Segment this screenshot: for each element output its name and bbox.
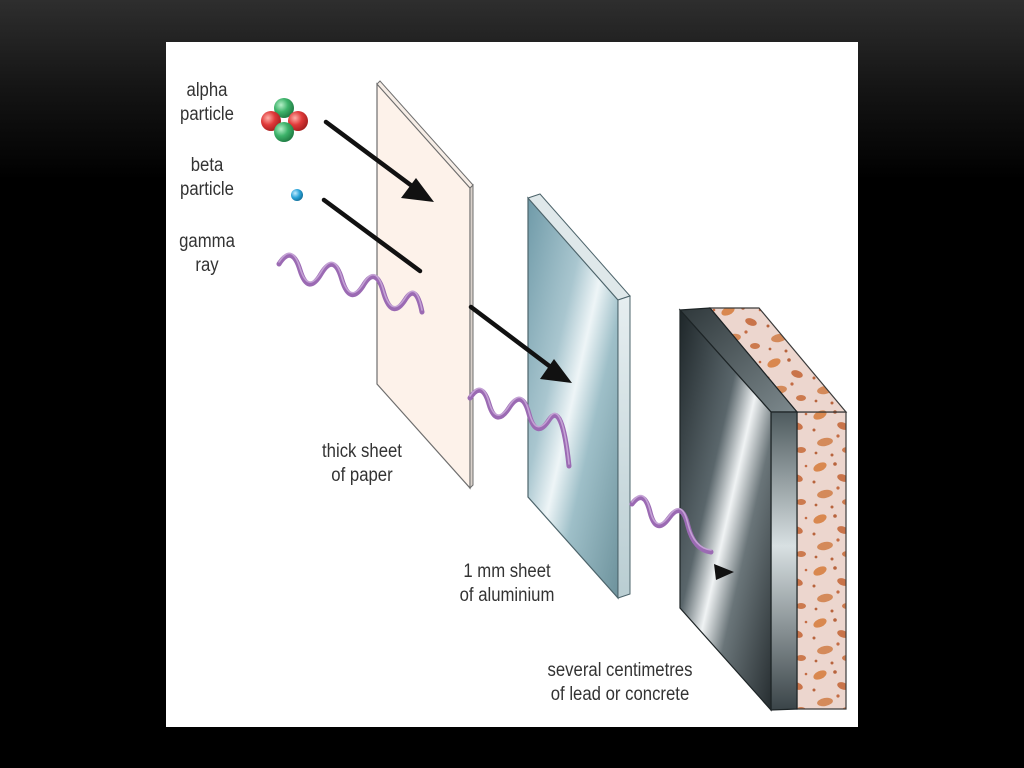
gamma-ray-wave	[276, 252, 734, 580]
beta-particle-label: beta particle	[180, 155, 234, 200]
lead-concrete-label: several centimetres of lead or concrete	[547, 660, 693, 705]
paper-label: thick sheet of paper	[322, 441, 402, 486]
aluminium-sheet	[527, 193, 631, 600]
alpha-particle-icon	[261, 98, 308, 142]
radiation-penetration-diagram	[261, 80, 848, 712]
aluminium-label: 1 mm sheet of aluminium	[459, 561, 555, 606]
beta-arrow	[321, 197, 572, 383]
alpha-arrow	[323, 119, 434, 202]
gamma-ray-label: gamma ray	[179, 231, 235, 276]
beta-particle-icon	[291, 189, 303, 201]
lead-concrete-block	[678, 307, 848, 712]
paper-sheet	[376, 80, 474, 490]
alpha-particle-label: alpha particle	[180, 80, 234, 125]
diagram-panel: alpha particle beta particle gamma ray t…	[166, 42, 858, 727]
